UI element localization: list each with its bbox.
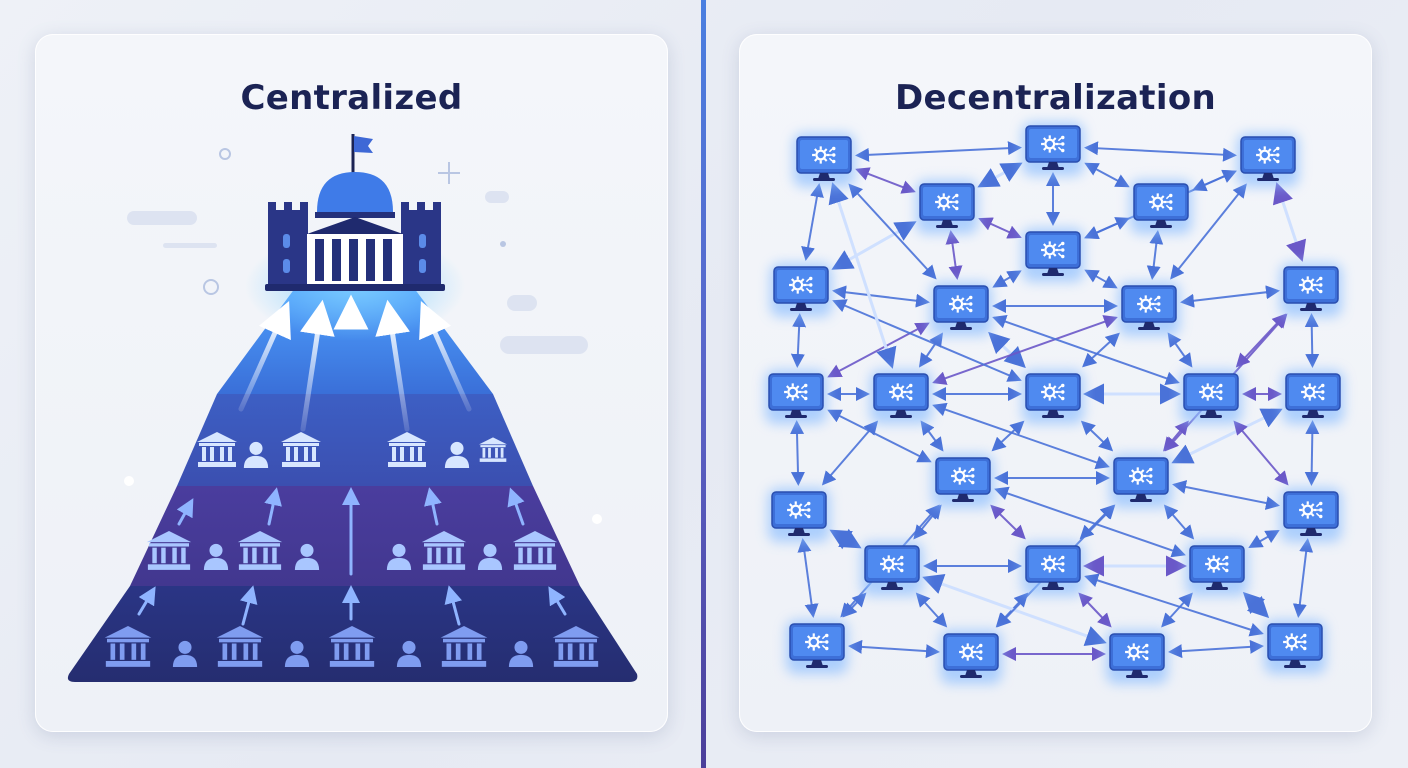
- centralized-pyramid-diagram: [67, 134, 638, 682]
- network-link: [1172, 480, 1280, 510]
- computer-node-icon: [765, 370, 827, 424]
- computer-node-icon: [1022, 122, 1084, 176]
- decentralization-panel: Decentralization: [739, 34, 1372, 732]
- panel-divider: [701, 0, 706, 768]
- network-link: [1242, 591, 1270, 619]
- network-nodes: [765, 122, 1344, 684]
- upward-arrows-lower: [137, 487, 567, 626]
- computer-node-icon: [1130, 180, 1192, 234]
- network-link: [831, 221, 917, 270]
- computer-node-icon: [1282, 370, 1344, 424]
- network-link: [1084, 269, 1118, 289]
- computer-node-icon: [870, 370, 932, 424]
- network-link: [1235, 313, 1287, 368]
- computer-node-icon: [1186, 542, 1248, 596]
- network-link: [992, 270, 1022, 288]
- computer-node-icon: [1022, 370, 1084, 424]
- network-link: [829, 528, 862, 550]
- network-link: [848, 639, 940, 659]
- network-link: [832, 299, 1022, 382]
- network-link: [842, 592, 867, 618]
- decentralization-title: Decentralization: [895, 78, 1216, 118]
- network-link: [832, 285, 930, 308]
- network-link: [932, 402, 1110, 470]
- network-link: [978, 217, 1022, 239]
- network-link: [790, 313, 807, 368]
- network-link: [992, 314, 1180, 386]
- computer-node-icon: [1118, 282, 1180, 336]
- network-link: [1146, 230, 1164, 280]
- network-link: [1084, 141, 1237, 162]
- network-link: [827, 409, 932, 463]
- centralized-title: Centralized: [240, 78, 463, 118]
- network-link: [1163, 504, 1195, 540]
- network-link: [855, 167, 916, 194]
- network-link: [797, 538, 819, 618]
- computer-node-icon: [930, 282, 992, 336]
- network-link: [790, 420, 805, 486]
- network-link: [1304, 420, 1320, 486]
- network-link: [1163, 420, 1189, 452]
- network-link: [1233, 420, 1289, 486]
- network-link: [915, 592, 948, 628]
- computer-node-icon: [1106, 630, 1168, 684]
- centralized-panel: Centralized: [35, 34, 668, 732]
- computer-node-icon: [1280, 488, 1342, 542]
- network-link: [1084, 162, 1130, 188]
- computer-node-icon: [1022, 542, 1084, 596]
- computer-node-icon: [1264, 620, 1326, 674]
- network-link: [1180, 285, 1280, 308]
- computer-node-icon: [1237, 133, 1299, 187]
- government-building-icon: [265, 134, 445, 291]
- computer-node-icon: [940, 630, 1002, 684]
- computer-node-icon: [786, 620, 848, 674]
- network-link: [977, 162, 1023, 188]
- pyramid-tier-middle: [130, 486, 580, 586]
- network-link: [1292, 538, 1314, 618]
- network-link: [945, 230, 963, 280]
- computer-node-icon: [1280, 263, 1342, 317]
- computer-node-icon: [932, 454, 994, 508]
- computer-node-icon: [1022, 228, 1084, 282]
- flag-icon: [354, 136, 373, 153]
- computer-node-icon: [916, 180, 978, 234]
- network-link: [855, 141, 1022, 162]
- network-link: [1078, 592, 1112, 628]
- network-link: [1272, 182, 1307, 262]
- network-link: [1248, 529, 1280, 549]
- computer-node-icon: [1180, 370, 1242, 424]
- computer-node-icon: [793, 133, 855, 187]
- computer-node-icon: [1110, 454, 1172, 508]
- network-link: [1168, 639, 1264, 659]
- network-link: [1167, 332, 1193, 368]
- decentralized-network-diagram: [765, 122, 1344, 684]
- upward-arrows-top: [238, 294, 472, 467]
- network-link: [801, 183, 824, 261]
- network-link: [913, 504, 942, 540]
- network-link: [1080, 420, 1114, 452]
- network-link: [821, 420, 879, 486]
- computer-node-icon: [768, 488, 830, 542]
- network-link: [1304, 313, 1320, 368]
- computer-node-icon: [861, 542, 923, 596]
- network-link: [920, 420, 944, 452]
- network-link: [990, 504, 1026, 540]
- network-link: [828, 182, 897, 369]
- network-link: [827, 322, 930, 378]
- side-decorations: [124, 148, 602, 524]
- computer-node-icon: [770, 263, 832, 317]
